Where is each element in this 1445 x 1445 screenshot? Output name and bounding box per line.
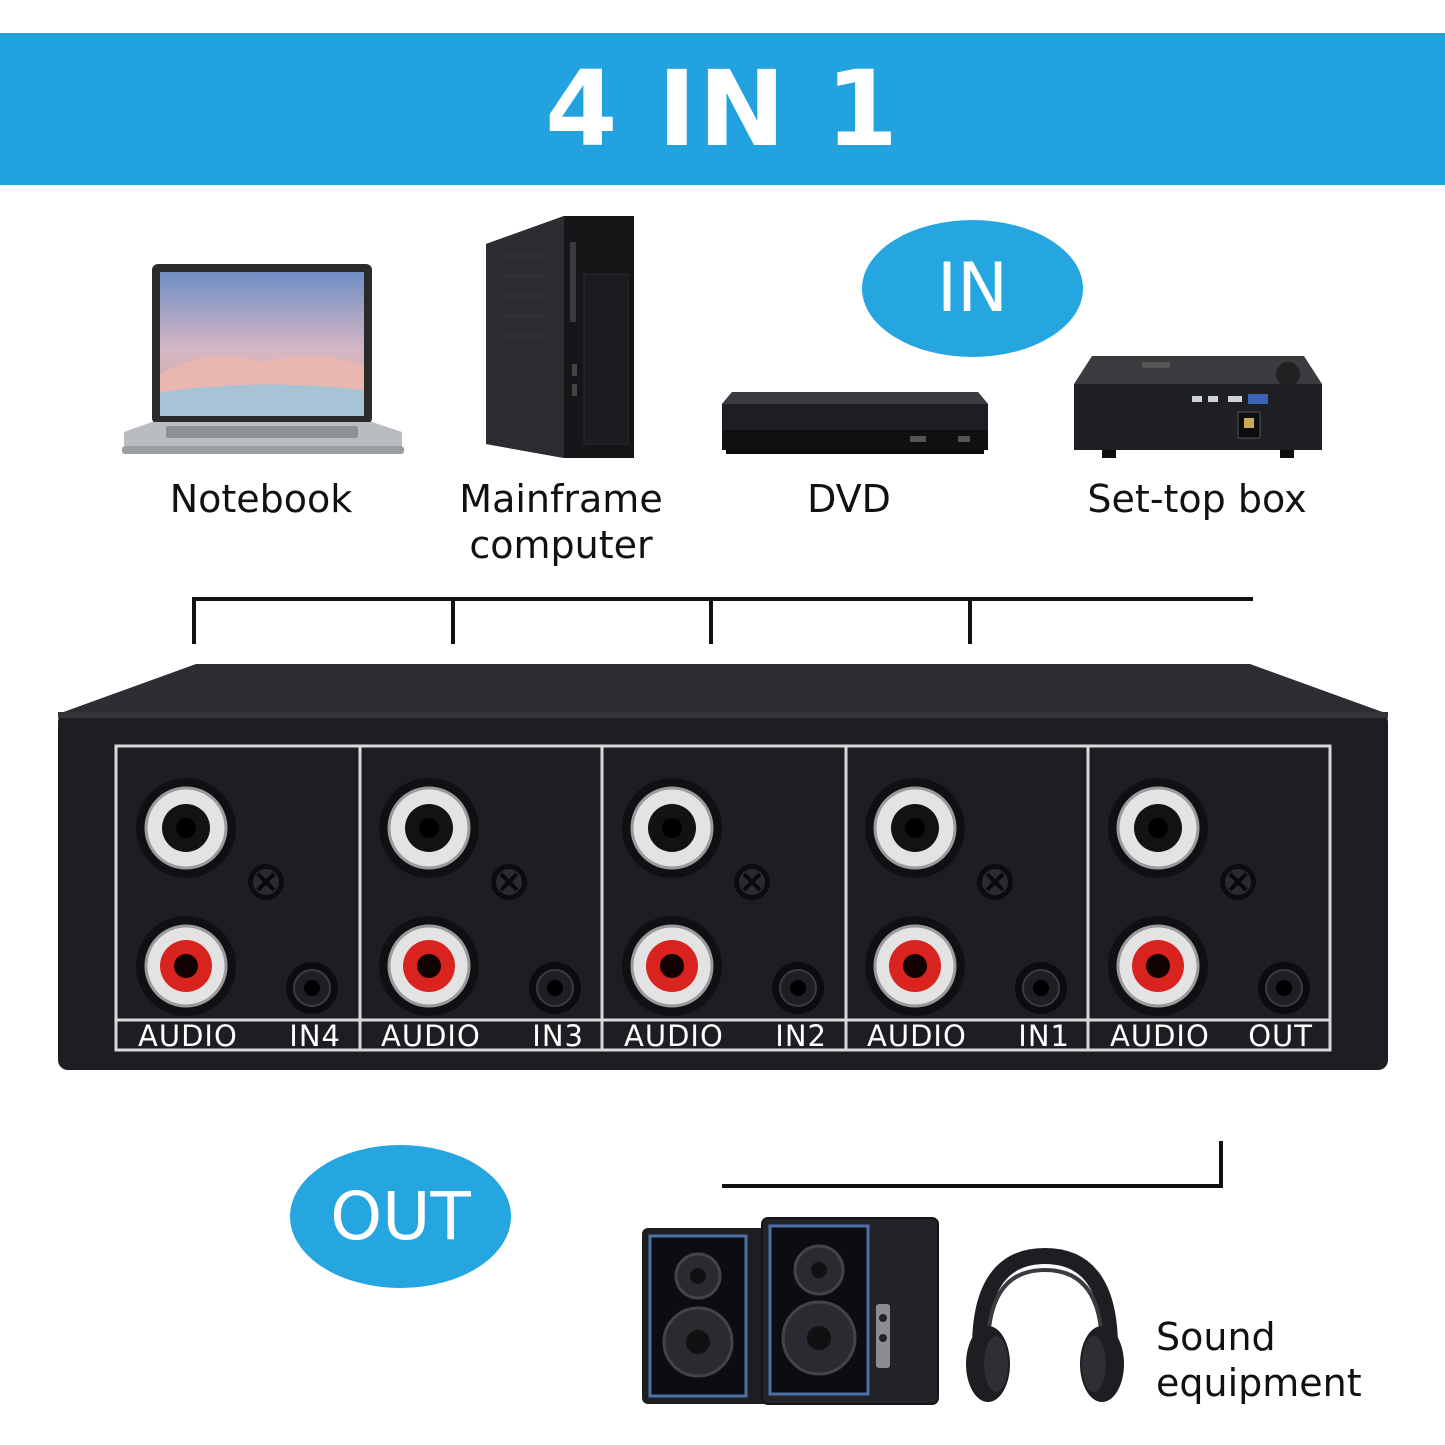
port-label-left: AUDIO: [1110, 1019, 1210, 1053]
aux-jack[interactable]: [772, 962, 824, 1014]
aux-jack[interactable]: [529, 962, 581, 1014]
headphones-image: [966, 1248, 1124, 1402]
port-label-left: AUDIO: [381, 1019, 481, 1053]
notebook-label: Notebook: [169, 477, 353, 521]
rca-white-jack[interactable]: [622, 778, 722, 878]
rca-red-jack[interactable]: [622, 916, 722, 1016]
rca-red-jack[interactable]: [1108, 916, 1208, 1016]
input-bracket-top: [192, 597, 1253, 601]
rca-white-jack[interactable]: [379, 778, 479, 878]
port-section-4: [865, 778, 1067, 1016]
banner-title: 4 IN 1: [545, 48, 900, 170]
sound-equipment-label: Sound equipment: [1156, 1315, 1362, 1405]
rca-red-jack[interactable]: [865, 916, 965, 1016]
screw-icon: [491, 864, 527, 900]
rca-white-jack[interactable]: [1108, 778, 1208, 878]
port-label-right: OUT: [1248, 1019, 1313, 1053]
set-top-box-image: [1074, 356, 1322, 458]
aux-jack[interactable]: [1015, 962, 1067, 1014]
port-section-3: [622, 778, 824, 1016]
screw-icon: [734, 864, 770, 900]
port-section-5: [1108, 778, 1310, 1016]
port-label-right: IN1: [1018, 1019, 1070, 1053]
out-badge: OUT: [290, 1145, 511, 1288]
port-label-left: AUDIO: [867, 1019, 967, 1053]
input-bracket-tick-1: [192, 597, 196, 644]
rca-red-jack[interactable]: [379, 916, 479, 1016]
set-top-box-label: Set-top box: [1087, 477, 1307, 521]
port-label-right: IN2: [775, 1019, 827, 1053]
audio-switch-device: AUDIO IN4 AUDIO IN3 AUDIO IN2 AUDIO IN1 AUDIO OUT: [58, 664, 1388, 1070]
dvd-player-image: [722, 392, 988, 454]
rca-white-jack[interactable]: [865, 778, 965, 878]
in-badge: IN: [862, 220, 1083, 357]
aux-jack[interactable]: [286, 962, 338, 1014]
input-bracket-tick-3: [709, 597, 713, 644]
speakers-image: [642, 1217, 939, 1405]
input-bracket-tick-2: [451, 597, 455, 644]
port-section-1: [136, 778, 338, 1016]
port-section-2: [379, 778, 581, 1016]
mainframe-computer-label: Mainframe computer: [459, 477, 663, 567]
aux-jack[interactable]: [1258, 962, 1310, 1014]
screw-icon: [248, 864, 284, 900]
input-bracket-tick-4: [968, 597, 972, 644]
output-bracket-tick: [1219, 1141, 1223, 1188]
title-banner: 4 IN 1: [0, 33, 1445, 185]
notebook-image: [122, 264, 404, 454]
screw-icon: [1220, 864, 1256, 900]
rca-red-jack[interactable]: [136, 916, 236, 1016]
out-badge-label: OUT: [330, 1178, 471, 1255]
rca-white-jack[interactable]: [136, 778, 236, 878]
screw-icon: [977, 864, 1013, 900]
port-label-right: IN3: [532, 1019, 584, 1053]
in-badge-label: IN: [937, 249, 1008, 328]
port-label-left: AUDIO: [624, 1019, 724, 1053]
mainframe-computer-image: [486, 216, 634, 458]
port-label-left: AUDIO: [138, 1019, 238, 1053]
dvd-label: DVD: [807, 477, 891, 521]
port-label-right: IN4: [289, 1019, 341, 1053]
output-bracket-bottom: [722, 1184, 1223, 1188]
